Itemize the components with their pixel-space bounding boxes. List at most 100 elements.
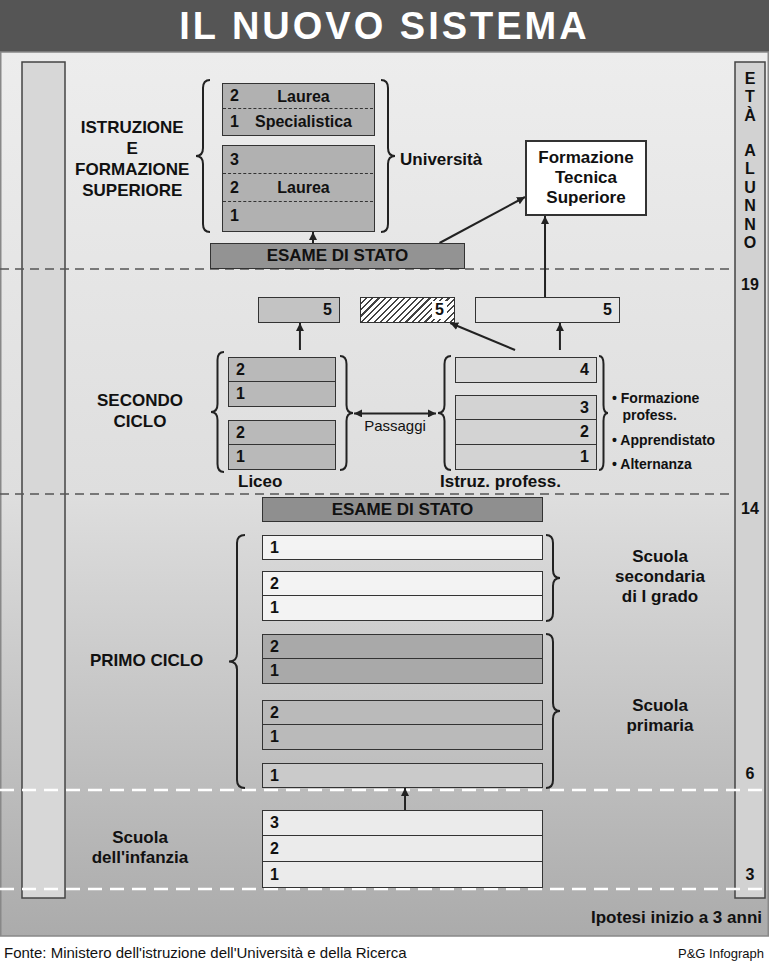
box-text: 3	[270, 814, 279, 832]
box-text: 3	[580, 399, 589, 417]
exam-bar: ESAME DI STATO	[210, 243, 465, 269]
box-text: ESAME DI STATO	[332, 500, 474, 520]
axis-title: ETÀ	[742, 70, 758, 125]
box-text: 1	[270, 767, 279, 785]
axis-title: ALUNNO	[742, 142, 758, 252]
connector	[404, 788, 406, 810]
brace	[196, 80, 210, 232]
box-text: 1	[580, 448, 589, 466]
brace	[546, 535, 560, 621]
school-group: Scuola dell'infanzia321	[262, 810, 543, 888]
group-heading: Università	[400, 150, 500, 170]
bullet-item: • Alternanza	[612, 456, 728, 473]
year-row: 1	[455, 445, 597, 470]
year-box: 5	[258, 297, 340, 323]
box-text: 1	[230, 113, 239, 131]
connector	[544, 216, 546, 297]
school-group: Scuola primaria21211	[262, 634, 543, 788]
box-text: 3	[230, 151, 239, 169]
year-row: 1	[262, 862, 543, 888]
box-text: 2	[230, 87, 239, 105]
year-row: 1	[223, 202, 373, 230]
degree-box: Laurea Specialistica2 1	[222, 83, 375, 136]
box-text: 2	[236, 424, 245, 442]
box-text: 2	[270, 704, 279, 722]
brace	[381, 80, 395, 232]
box-text: 1	[270, 539, 279, 557]
year-row: 2	[262, 634, 543, 659]
panel	[1, 52, 769, 936]
box-text: 1	[230, 207, 239, 225]
connector-label: Passaggi	[364, 417, 426, 435]
credit: P&G Infograph	[640, 945, 764, 963]
track-group: Istruz. profess.4321	[436, 350, 606, 472]
box-text: 5	[323, 301, 332, 319]
year-row: 1	[262, 725, 543, 750]
group-heading: Scuola dell'infanzia	[80, 828, 200, 868]
year-row: 2	[262, 700, 543, 725]
box-text: 4	[580, 361, 589, 379]
brace	[229, 535, 245, 788]
source-note: Fonte: Ministero dell'istruzione dell'Un…	[4, 943, 644, 963]
age-number: 19	[736, 276, 764, 294]
title: IL NUOVO SISTEMA	[0, 0, 769, 52]
year-row: 2	[455, 420, 597, 445]
year-row: 2	[262, 836, 543, 862]
age-divider	[0, 493, 735, 495]
year-row: 1	[228, 382, 336, 407]
school-group: Scuola secondaria di I grado121	[262, 535, 543, 621]
box-text: 2	[230, 179, 239, 197]
connector	[299, 323, 301, 350]
box-text: 1	[236, 385, 245, 403]
age-divider	[0, 789, 769, 792]
year-row: 3	[262, 810, 543, 836]
section-label: PRIMO CICLO	[90, 650, 220, 671]
year-row: 1	[262, 659, 543, 684]
group-heading: Istruz. profess.	[440, 472, 590, 492]
year-row: 1	[262, 535, 543, 560]
year-row: 4	[455, 357, 597, 383]
age-number: 3	[736, 866, 764, 884]
year-row: 3	[223, 146, 373, 174]
brace	[546, 634, 560, 788]
track-group: Liceo2121	[215, 350, 354, 472]
note: Ipotesi inizio a 3 anni	[540, 906, 762, 930]
degree-group: UniversitàLaurea Specialistica21Laurea32…	[210, 80, 380, 233]
box-text: ESAME DI STATO	[267, 246, 409, 266]
bullet-item: • Formazione profess.	[612, 390, 728, 424]
connector	[450, 323, 515, 350]
box-text: 2	[270, 840, 279, 858]
year-row: 1	[228, 445, 336, 470]
bullet-item: • Apprendistato	[612, 432, 728, 449]
connector	[312, 232, 314, 243]
year-row: 2	[228, 420, 336, 445]
box-text: 2	[236, 361, 245, 379]
group-heading: Scuola primaria	[610, 696, 710, 736]
exam-bar: ESAME DI STATO	[262, 497, 543, 522]
box-text: 2	[270, 575, 279, 593]
box-text: Formazione Tecnica Superiore	[534, 148, 638, 208]
connector	[559, 323, 561, 350]
title-band	[0, 0, 769, 52]
age-bar	[735, 62, 765, 898]
year-row: 2	[262, 571, 543, 596]
age-number: 14	[736, 500, 764, 518]
year-box: 5	[360, 297, 455, 323]
year-box: 5	[475, 297, 620, 323]
year-row: 1	[262, 596, 543, 621]
age-number: 6	[736, 765, 764, 783]
brace	[211, 352, 224, 472]
left-bar	[22, 62, 65, 898]
box-text: 1	[270, 728, 279, 746]
section-label: SECONDO CICLO	[80, 390, 200, 432]
group-heading: Laurea Specialistica	[241, 84, 366, 134]
course-box: Formazione Tecnica Superiore	[525, 140, 647, 216]
box-text: 2	[580, 423, 589, 441]
box-text: 1	[270, 662, 279, 680]
connector	[354, 412, 436, 414]
group-heading: Liceo	[238, 472, 318, 492]
box-text: 5	[603, 301, 612, 319]
brace	[340, 356, 353, 470]
year-row: 1	[262, 763, 543, 788]
